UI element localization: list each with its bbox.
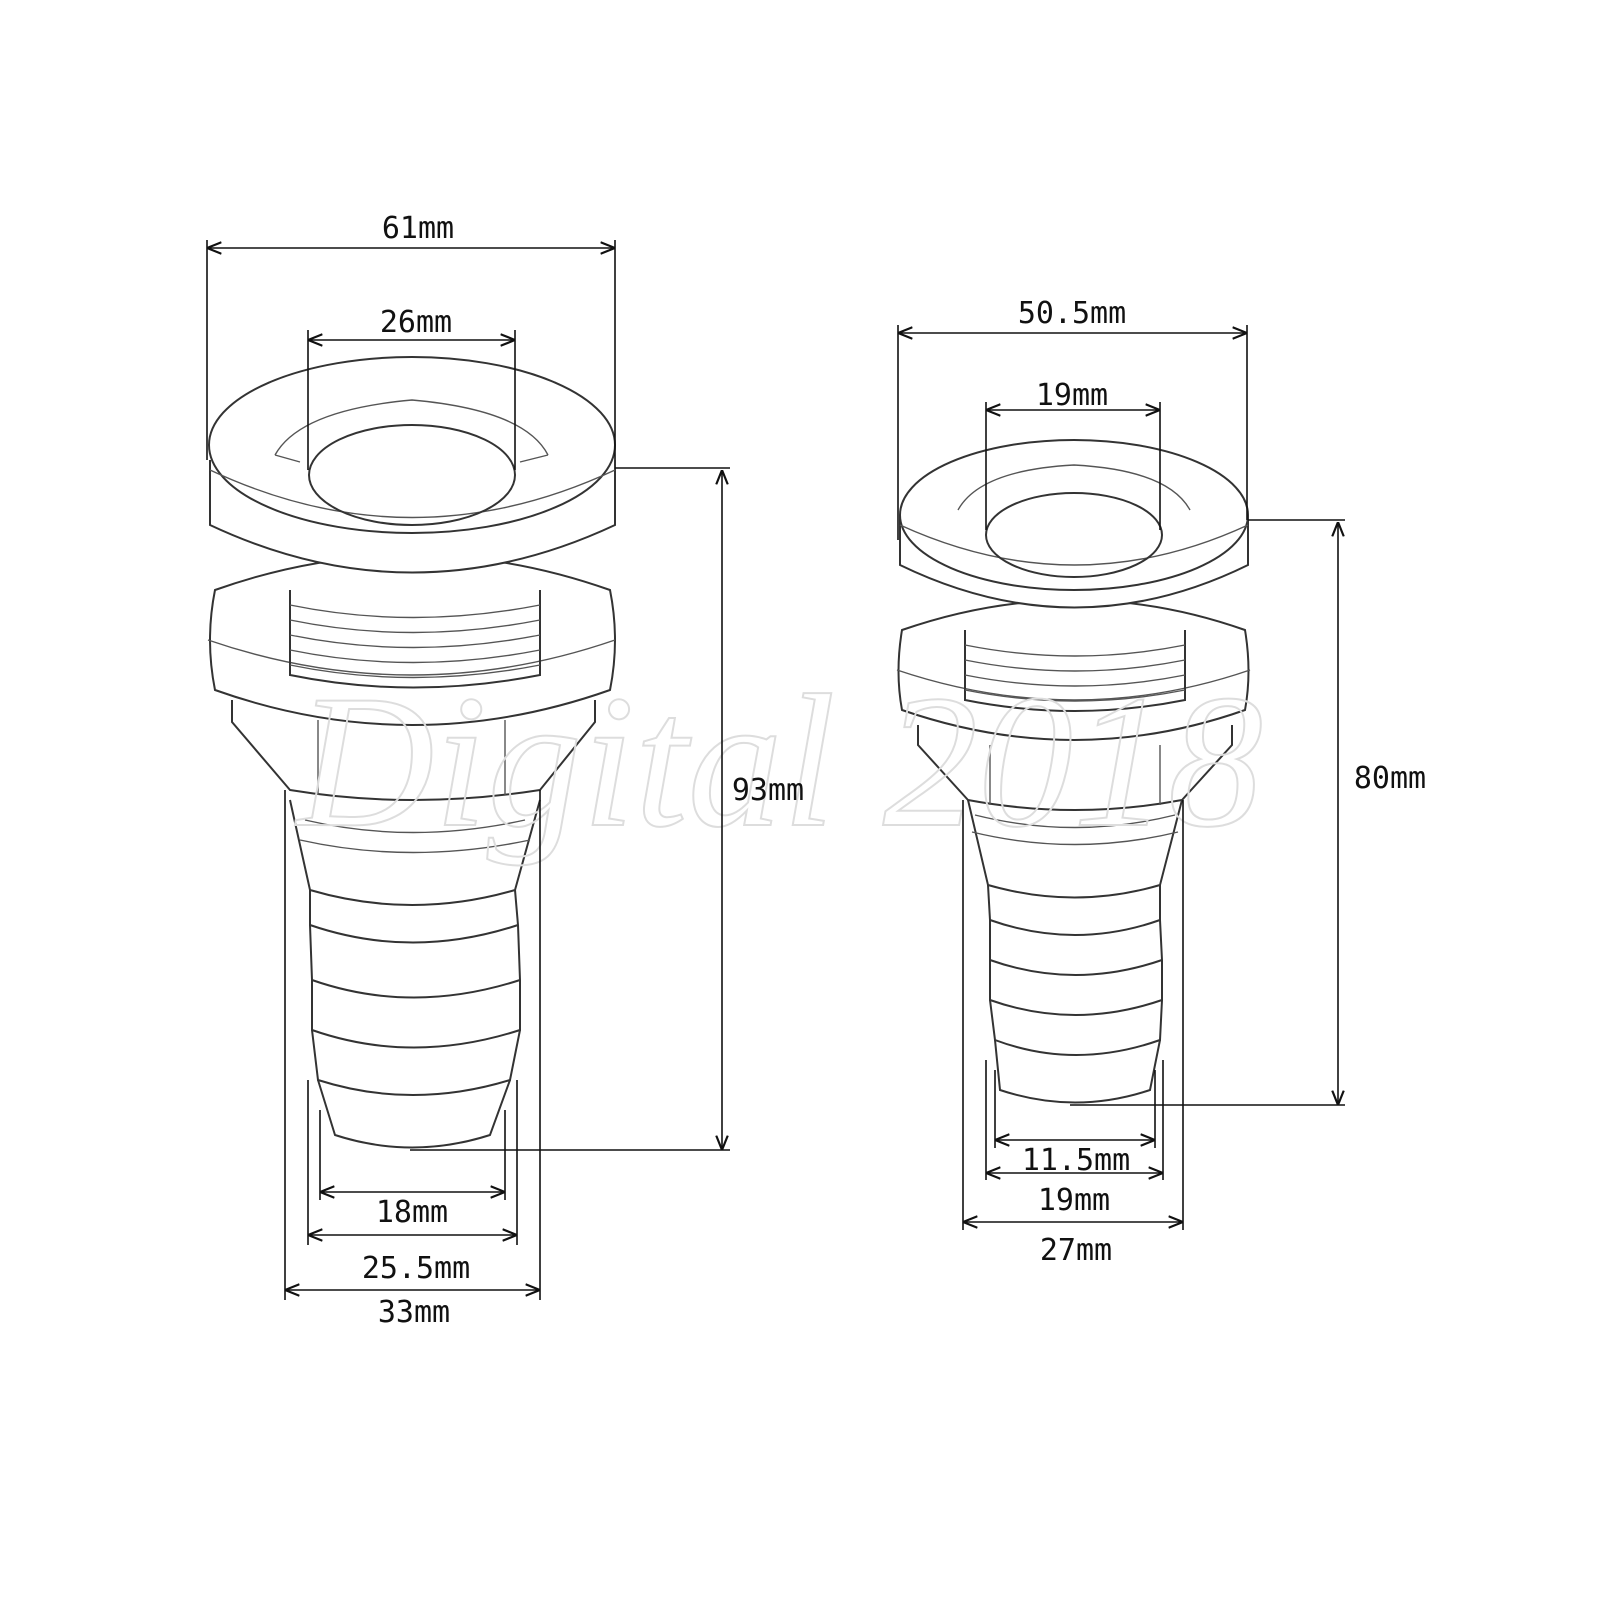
- small-fitting-drawing: [896, 439, 1251, 1104]
- small-total-length-label: 80mm: [1354, 761, 1426, 796]
- small-barb-inner-label: 11.5mm: [1022, 1143, 1130, 1178]
- large-fitting-dimensions: 61mm 26mm 93mm 18mm 25.5mm 33mm: [206, 211, 804, 1330]
- small-fitting-dimensions: 50.5mm 19mm 80mm 11.5mm 19mm 27mm: [897, 296, 1426, 1268]
- large-inner-opening-label: 26mm: [380, 305, 452, 340]
- small-barb-outer-label: 19mm: [1038, 1183, 1110, 1218]
- small-body-width-label: 27mm: [1040, 1233, 1112, 1268]
- small-inner-opening-label: 19mm: [1036, 378, 1108, 413]
- small-flange-diameter-label: 50.5mm: [1018, 296, 1126, 331]
- large-barb-inner-label: 18mm: [376, 1195, 448, 1230]
- watermark: Digital 2018: [294, 657, 1263, 867]
- large-body-width-label: 33mm: [378, 1295, 450, 1330]
- large-fitting-drawing: [207, 356, 616, 1149]
- large-flange-diameter-label: 61mm: [382, 211, 454, 246]
- large-barb-outer-label: 25.5mm: [362, 1251, 470, 1286]
- large-total-length-label: 93mm: [732, 773, 804, 808]
